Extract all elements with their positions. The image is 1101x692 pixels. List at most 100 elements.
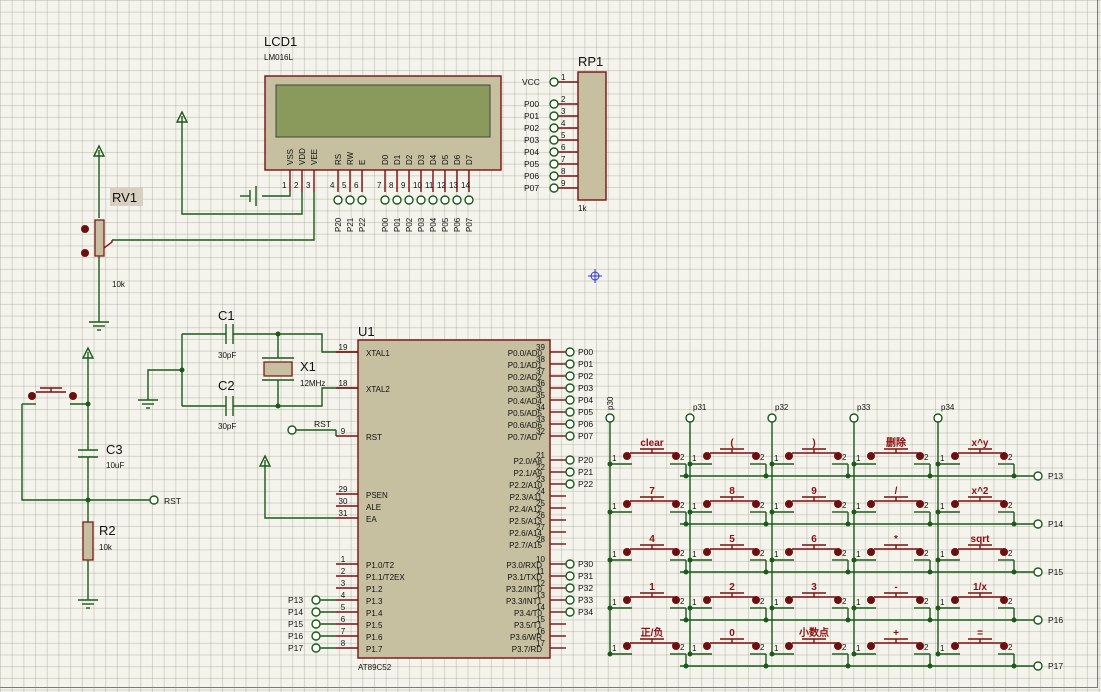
u1-right-terminal[interactable]: [565, 559, 575, 569]
junction-dot: [851, 557, 857, 563]
rst-terminal[interactable]: [149, 495, 159, 505]
keypad-col-terminal[interactable]: [933, 413, 943, 423]
rp1-terminal[interactable]: [549, 99, 559, 109]
u1-right-terminal[interactable]: [565, 371, 575, 381]
u1-left-terminal[interactable]: [311, 619, 321, 629]
u1-right-terminal[interactable]: [565, 419, 575, 429]
rp1-terminal[interactable]: [549, 159, 559, 169]
keypad-row-terminal[interactable]: [1033, 567, 1043, 577]
rp1-terminal[interactable]: [549, 111, 559, 121]
u1-right-terminal[interactable]: [565, 571, 575, 581]
r2-value: 10k: [99, 543, 113, 552]
u1-pin-name: P2.2/A10: [509, 481, 542, 490]
rp1-terminal[interactable]: [549, 183, 559, 193]
u1-right-terminal[interactable]: [565, 583, 575, 593]
u1-right-terminal[interactable]: [565, 479, 575, 489]
u1-pin-number: 3: [341, 579, 346, 588]
keypad-row-terminal[interactable]: [1033, 519, 1043, 529]
junction-dot: [1011, 617, 1017, 623]
keypad-row-terminal[interactable]: [1033, 661, 1043, 671]
u1-right-terminal[interactable]: [565, 383, 575, 393]
keypad-row-net: P13: [1048, 471, 1063, 481]
lcd-data-terminal[interactable]: [392, 195, 402, 205]
rp1-terminal[interactable]: [549, 147, 559, 157]
u1-left-terminal[interactable]: [311, 643, 321, 653]
lcd-data-terminal[interactable]: [404, 195, 414, 205]
lcd-ctrl-terminal[interactable]: [345, 195, 355, 205]
u1-left-terminal[interactable]: [311, 595, 321, 605]
rp1-terminal[interactable]: [549, 123, 559, 133]
junction-dot: [179, 367, 185, 373]
lcd-data-terminal[interactable]: [416, 195, 426, 205]
keypad-row-terminal[interactable]: [1033, 615, 1043, 625]
rp1-net: VCC: [522, 77, 540, 87]
lcd-display[interactable]: LCD1LM016LVSS1VDD2VEE3RS4RW5E6D07D18D29D…: [112, 34, 502, 241]
keypad-col-terminal[interactable]: [767, 413, 777, 423]
ground-icon: [138, 392, 158, 409]
keypad-col-terminal[interactable]: [849, 413, 859, 423]
lcd-data-terminal[interactable]: [452, 195, 462, 205]
u1-right-terminal[interactable]: [565, 347, 575, 357]
rp1-terminal[interactable]: [549, 171, 559, 181]
lcd-data-net: P05: [441, 217, 450, 232]
u1-right-terminal[interactable]: [565, 407, 575, 417]
keypad-row-terminal[interactable]: [1033, 471, 1043, 481]
keypad-col-terminal[interactable]: [685, 413, 695, 423]
keypad-col-terminal[interactable]: [605, 413, 615, 423]
lcd-data-terminal[interactable]: [380, 195, 390, 205]
lcd-data-terminal[interactable]: [440, 195, 450, 205]
u1-right-terminal[interactable]: [565, 595, 575, 605]
u1-rst-terminal[interactable]: [287, 425, 297, 435]
u1-right-terminal[interactable]: [565, 455, 575, 465]
u1-right-terminal[interactable]: [565, 467, 575, 477]
rp1-terminal[interactable]: [549, 77, 559, 87]
u1-right-terminal[interactable]: [565, 431, 575, 441]
junction-dot: [851, 605, 857, 611]
u1-left-terminal[interactable]: [311, 607, 321, 617]
u1-pin-name: P1.6: [366, 633, 383, 642]
u1-left-terminal[interactable]: [311, 631, 321, 641]
u1-right-terminal[interactable]: [565, 395, 575, 405]
rp1-terminal[interactable]: [549, 135, 559, 145]
u1-pin-name: RST: [366, 433, 382, 442]
lcd-data-terminal[interactable]: [464, 195, 474, 205]
u1-right-terminal[interactable]: [565, 607, 575, 617]
lcd-ctrl-terminal[interactable]: [357, 195, 367, 205]
u1-right-terminal[interactable]: [565, 359, 575, 369]
rp1-net: P04: [524, 147, 539, 157]
lcd-data-terminal[interactable]: [428, 195, 438, 205]
microcontroller-u1[interactable]: U1AT89C5219XTAL118XTAL29RST29PSEN30ALE31…: [258, 324, 593, 672]
lcd-ctrl-terminal[interactable]: [333, 195, 343, 205]
